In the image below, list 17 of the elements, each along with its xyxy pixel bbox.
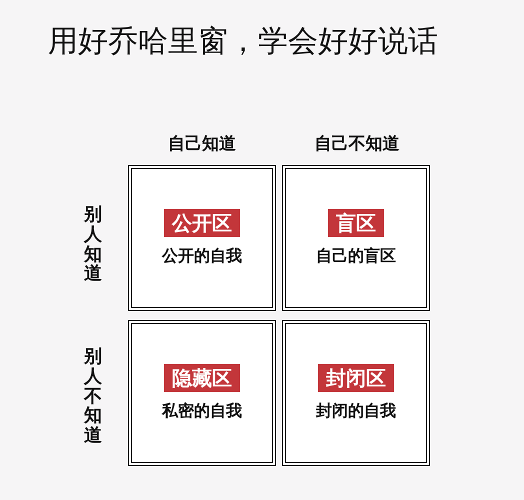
row-header: 别人知道: [84, 205, 102, 284]
region-description: 封闭的自我: [316, 400, 396, 422]
region-description: 自己的盲区: [316, 245, 396, 267]
region-tag: 封闭区: [318, 364, 394, 392]
quadrant-box: [282, 320, 430, 466]
region-tag: 隐藏区: [164, 364, 240, 392]
quadrant-box: [128, 320, 276, 466]
row-header: 别人不知道: [84, 347, 102, 446]
quadrant-box: [282, 165, 430, 311]
column-header: 自己知道: [167, 133, 237, 156]
region-tag: 公开区: [164, 209, 240, 237]
title: 用好乔哈里窗，学会好好说话: [48, 23, 438, 61]
column-header: 自己不知道: [314, 133, 400, 156]
quadrant-box: [128, 165, 276, 311]
region-description: 公开的自我: [162, 245, 242, 267]
region-tag: 盲区: [328, 209, 384, 237]
region-description: 私密的自我: [162, 400, 242, 422]
